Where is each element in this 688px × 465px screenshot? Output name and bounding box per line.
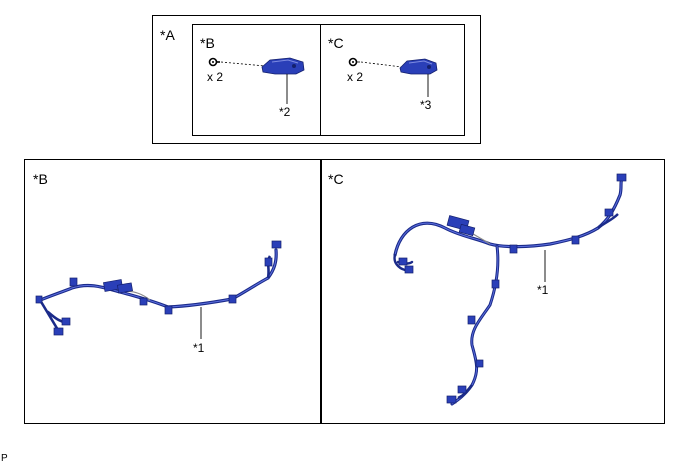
qty-b: x 2 xyxy=(207,70,224,84)
callout-2: *2 xyxy=(279,105,291,119)
panel-a-b-label: *B xyxy=(200,35,215,51)
bolt-icon-b xyxy=(208,57,220,67)
wire-harness-c xyxy=(393,176,624,406)
wire-harness-b xyxy=(36,248,278,332)
bracket-part-b xyxy=(261,57,305,75)
connectors-b xyxy=(35,240,282,336)
bracket-part-c xyxy=(399,58,438,75)
connectors-c xyxy=(398,173,627,404)
panel-c-label: *C xyxy=(328,171,344,187)
qty-c: x 2 xyxy=(347,70,364,84)
panel-a-label: *A xyxy=(160,27,175,43)
footer-code: P xyxy=(1,453,8,464)
callout-1-b: *1 xyxy=(193,341,205,355)
bolt-icon-c xyxy=(348,57,360,67)
panel-a xyxy=(152,15,481,144)
leader-dash-b xyxy=(220,61,266,67)
panel-a-sub-c xyxy=(320,24,465,136)
panel-b xyxy=(24,159,322,424)
leader-dash-c xyxy=(360,61,403,68)
panel-a-c-label: *C xyxy=(328,35,344,51)
callout-1-c: *1 xyxy=(537,283,549,297)
callout-3: *3 xyxy=(420,98,432,112)
panel-b-label: *B xyxy=(33,171,48,187)
panel-c xyxy=(320,159,665,424)
